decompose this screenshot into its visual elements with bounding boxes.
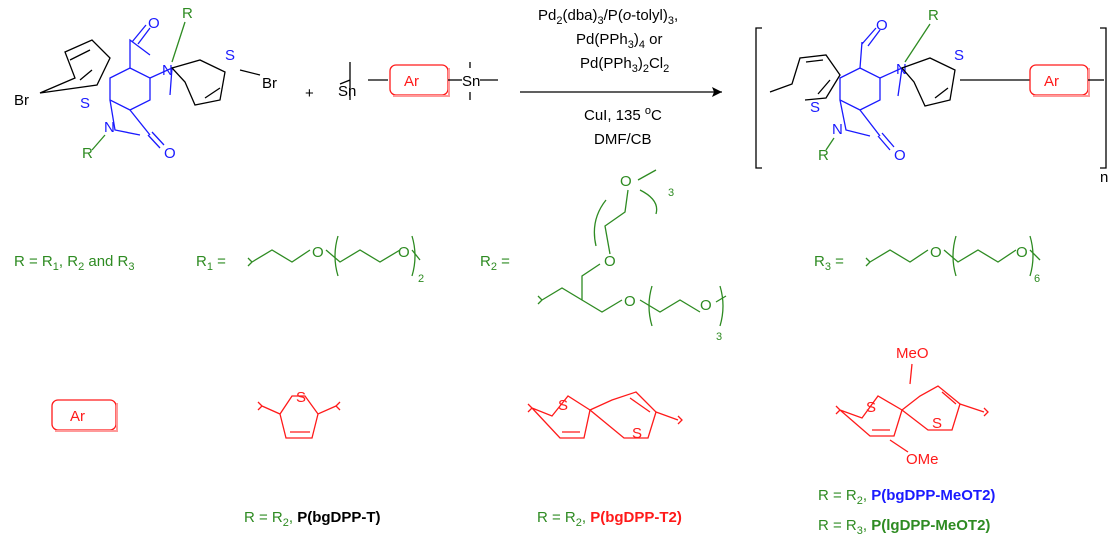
atom-r-bottom: R [82, 145, 93, 162]
r-definition: R = R1, R2 and R3 [14, 253, 135, 273]
atom-n-poly-top: N [896, 61, 907, 78]
r2-subscript-top: 3 [668, 187, 674, 199]
repeat-n: n [1100, 169, 1108, 186]
ar-box [389, 64, 449, 96]
conditions-line-4: CuI, 135 oC [584, 105, 662, 124]
atom-s-thiophene: S [296, 389, 306, 406]
atom-s-poly-right: S [954, 47, 964, 64]
product-label-2: R = R2, P(bgDPP-T2) [537, 509, 682, 529]
atom-o-poly-bottom: O [894, 147, 906, 164]
atom-s-poly-left: S [810, 99, 820, 116]
atom-s-meot2-2: S [932, 415, 942, 432]
atom-sn-right: Sn [462, 73, 480, 90]
atom-n-poly-bottom: N [832, 121, 843, 138]
product-labels: R = R2, P(bgDPP-T) R = R2, P(bgDPP-T2) R… [244, 487, 995, 536]
ar-definitions: Ar S S S MeO S S OMe [51, 345, 989, 468]
atom-r-poly-bottom: R [818, 147, 829, 164]
atom-o-poly-top: O [876, 17, 888, 34]
atom-s-bithiophene-2: S [632, 425, 642, 442]
r1-label: R1 = [196, 253, 226, 273]
atom-s-right: S [225, 47, 235, 64]
atom-o-r3-end: O [1016, 244, 1028, 261]
meo-label: MeO [896, 345, 929, 362]
ar-label-poly: Ar [1044, 73, 1059, 90]
atom-o-r2-end: O [700, 297, 712, 314]
dpp-monomer: Br S O N R N R O S Br [14, 5, 277, 162]
conditions-line-3: Pd(PPh3)2Cl2 [580, 55, 669, 75]
ar-legend-label: Ar [70, 408, 85, 425]
conditions-line-2: Pd(PPh3)4 or [576, 31, 662, 51]
stannane-monomer: Sn Ar Sn [338, 62, 498, 100]
side-chain-definitions: R = R1, R2 and R3 R1 = O O 2 R2 = O O 3 … [14, 169, 1041, 343]
plus-sign: + [305, 85, 314, 102]
product-label-4: R = R3, P(lgDPP-MeOT2) [818, 517, 990, 536]
r2-label: R2 = [480, 253, 510, 273]
atom-r-poly-top: R [928, 7, 939, 24]
atom-n-bottom: N [104, 119, 115, 136]
product-label-1: R = R2, P(bgDPP-T) [244, 509, 381, 529]
ar-box-poly [1029, 64, 1089, 96]
atom-s-bithiophene-1: S [558, 397, 568, 414]
atom-o-r2-upper: O [604, 253, 616, 270]
ar-label: Ar [404, 73, 419, 90]
atom-s-meot2-1: S [866, 399, 876, 416]
atom-br-left: Br [14, 92, 29, 109]
atom-o-bottom: O [164, 145, 176, 162]
conditions-line-5: DMF/CB [594, 131, 652, 148]
r2-subscript-bottom: 3 [716, 331, 722, 343]
r3-label: R3 = [814, 253, 844, 273]
ome-label: OMe [906, 451, 939, 468]
r3-subscript: 6 [1034, 273, 1040, 285]
atom-r-top: R [182, 5, 193, 22]
atom-br-right: Br [262, 75, 277, 92]
product-label-3: R = R2, P(bgDPP-MeOT2) [818, 487, 995, 507]
atom-o-r2-lower: O [624, 293, 636, 310]
atom-o-top: O [148, 15, 160, 32]
atom-o-r3: O [930, 244, 942, 261]
polymer-product: n S O N R N R O S Ar [755, 7, 1108, 186]
atom-s-left: S [80, 95, 90, 112]
atom-sn-left: Sn [338, 83, 356, 100]
atom-n-top: N [162, 62, 173, 79]
atom-o-r2-top: O [620, 173, 632, 190]
r1-subscript: 2 [418, 273, 424, 285]
atom-o-r1: O [312, 244, 324, 261]
conditions-line-1: Pd2(dba)3/P(o-tolyl)3, [538, 7, 678, 27]
atom-o-r1-end: O [398, 244, 410, 261]
reaction-conditions: Pd2(dba)3/P(o-tolyl)3, Pd(PPh3)4 or Pd(P… [520, 7, 722, 148]
